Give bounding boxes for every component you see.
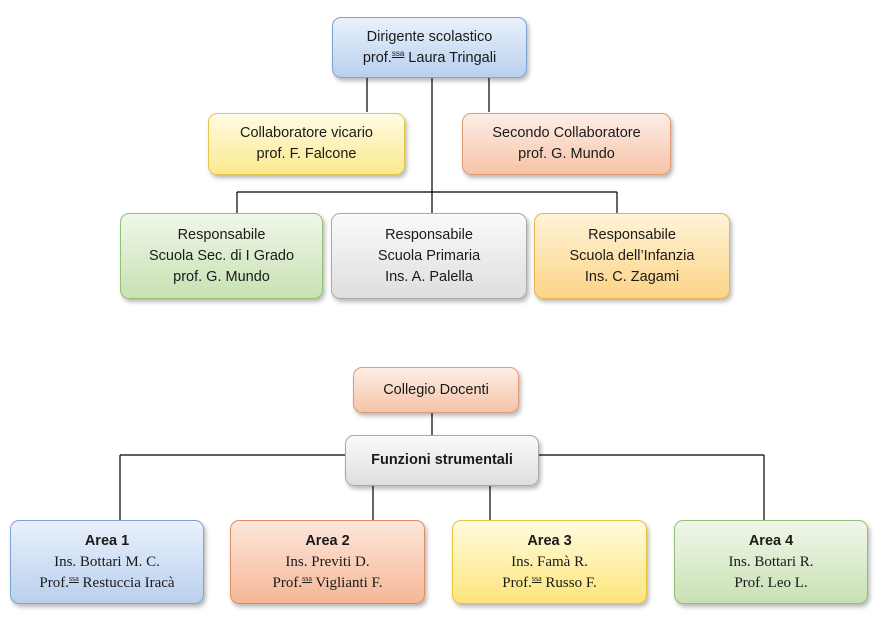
node-responsabile-infanzia-line1: Responsabile xyxy=(588,226,676,243)
node-area-1-title: Area 1 xyxy=(84,532,130,549)
node-funzioni-strumentali-label: Funzioni strumentali xyxy=(371,452,513,468)
node-area-4-line1: Ins. Bottari R. xyxy=(728,553,814,570)
node-area-3-line1: Ins. Famà R. xyxy=(511,553,588,570)
node-responsabile-secondaria-line1: Responsabile xyxy=(177,226,266,243)
node-dirigente-line1: Dirigente scolastico xyxy=(366,28,493,45)
node-area-3-line2: Prof.ssa Russo F. xyxy=(502,573,597,591)
node-collaboratore-vicario: Collaboratore vicario prof. F. Falcone xyxy=(208,113,405,175)
node-area-2-line1: Ins. Previti D. xyxy=(285,553,370,570)
node-responsabile-infanzia-line2: Scuola dell’Infanzia xyxy=(569,247,695,264)
node-secondo-collaboratore: Secondo Collaboratore prof. G. Mundo xyxy=(462,113,671,175)
node-funzioni-strumentali: Funzioni strumentali xyxy=(345,435,539,486)
node-area-3-title: Area 3 xyxy=(527,532,572,549)
node-area-2: Area 2 Ins. Previti D. Prof.ssa Vigliant… xyxy=(230,520,425,604)
node-area-3: Area 3 Ins. Famà R. Prof.ssa Russo F. xyxy=(452,520,647,604)
node-area-1-line1: Ins. Bottari M. C. xyxy=(54,553,160,570)
node-responsabile-secondaria-line2: Scuola Sec. di I Grado xyxy=(148,247,295,264)
node-responsabile-secondaria-line3: prof. G. Mundo xyxy=(173,268,270,285)
node-responsabile-primaria-line3: Ins. A. Palella xyxy=(385,268,473,285)
node-dirigente-line2: prof.ssa Laura Tringali xyxy=(362,48,497,66)
node-collaboratore-vicario-line1: Collaboratore vicario xyxy=(240,125,373,141)
node-secondo-collaboratore-line2: prof. G. Mundo xyxy=(518,146,615,162)
node-area-4: Area 4 Ins. Bottari R. Prof. Leo L. xyxy=(674,520,868,604)
node-area-4-title: Area 4 xyxy=(748,532,794,549)
node-responsabile-infanzia: Responsabile Scuola dell’Infanzia Ins. C… xyxy=(534,213,730,299)
node-secondo-collaboratore-line1: Secondo Collaboratore xyxy=(492,125,641,141)
node-area-4-line2: Prof. Leo L. xyxy=(734,574,808,591)
node-area-1: Area 1 Ins. Bottari M. C. Prof.ssa Restu… xyxy=(10,520,204,604)
node-responsabile-secondaria: Responsabile Scuola Sec. di I Grado prof… xyxy=(120,213,323,299)
node-collegio-docenti: Collegio Docenti xyxy=(353,367,519,413)
node-responsabile-infanzia-line3: Ins. C. Zagami xyxy=(584,268,680,285)
node-collaboratore-vicario-line2: prof. F. Falcone xyxy=(256,146,357,162)
node-area-2-title: Area 2 xyxy=(305,532,350,549)
node-area-2-line2: Prof.ssa Viglianti F. xyxy=(272,573,383,591)
node-area-1-line2: Prof.ssa Restuccia Iracà xyxy=(39,573,175,591)
node-responsabile-primaria-line1: Responsabile xyxy=(385,226,473,243)
node-responsabile-primaria: Responsabile Scuola Primaria Ins. A. Pal… xyxy=(331,213,527,299)
node-collegio-docenti-label: Collegio Docenti xyxy=(383,381,489,398)
node-responsabile-primaria-line2: Scuola Primaria xyxy=(377,247,481,264)
node-dirigente-scolastico: Dirigente scolastico prof.ssa Laura Trin… xyxy=(332,17,527,78)
